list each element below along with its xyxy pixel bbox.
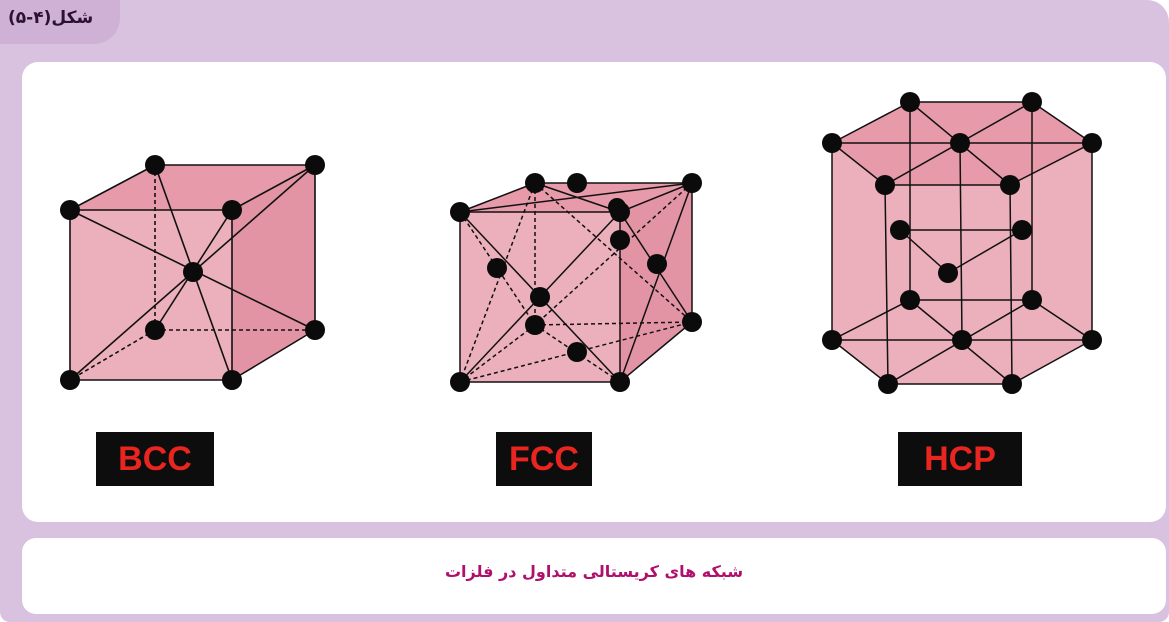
bcc-unit-cell bbox=[60, 155, 325, 390]
bcc-front-face bbox=[70, 210, 232, 380]
bcc-label: BCC bbox=[96, 432, 214, 486]
hcp-unit-cell bbox=[822, 92, 1102, 394]
fcc-label: FCC bbox=[496, 432, 592, 486]
hcp-label: HCP bbox=[898, 432, 1022, 486]
fcc-edges bbox=[459, 182, 693, 383]
figure-caption: شبکه های کریستالی متداول در فلزات bbox=[444, 562, 744, 581]
bcc-top-face bbox=[70, 165, 315, 210]
fcc-unit-cell bbox=[450, 173, 702, 392]
figure-number: شکل(۴-۵) bbox=[8, 8, 94, 28]
caption-panel: شبکه های کریستالی متداول در فلزات bbox=[22, 538, 1166, 614]
bcc-atoms bbox=[60, 155, 325, 390]
hcp-atoms bbox=[822, 92, 1102, 394]
fcc-atoms bbox=[450, 173, 702, 392]
figure-number-tab: شکل(۴-۵) bbox=[0, 0, 120, 44]
